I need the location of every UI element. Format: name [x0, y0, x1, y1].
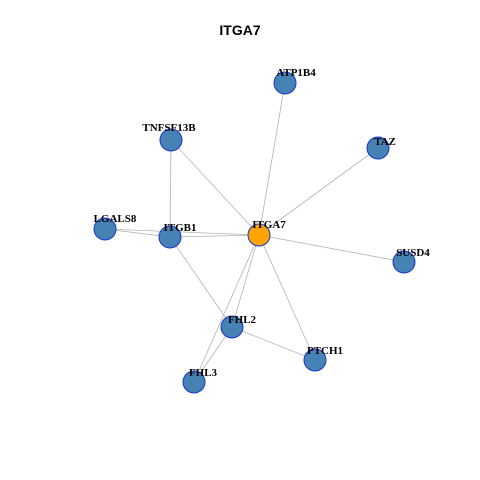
node-fhl2[interactable]: [220, 315, 244, 339]
node-label-susd4: SUSD4: [396, 247, 430, 259]
node-atp1b4[interactable]: [273, 71, 297, 95]
edge-itga7-ptch1: [258, 234, 316, 361]
node-itgb1[interactable]: [158, 225, 182, 249]
edge-itga7-lgals8: [104, 228, 260, 236]
node-label-fhl2: FHL2: [228, 314, 257, 326]
node-label-atp1b4: ATP1B4: [276, 67, 316, 79]
node-label-taz: TAZ: [374, 136, 396, 148]
node-ptch1[interactable]: [303, 348, 327, 372]
edge-itga7-taz: [258, 147, 379, 236]
node-taz[interactable]: [366, 136, 390, 160]
edge-itga7-fhl2: [231, 234, 260, 328]
edge-fhl2-ptch1: [231, 326, 316, 361]
edge-tnfsf13b-itgb1: [169, 139, 172, 238]
nodes-layer: [93, 71, 416, 394]
edge-itgb1-fhl2: [169, 236, 233, 328]
node-label-lgals8: LGALS8: [94, 213, 137, 225]
node-lgals8[interactable]: [93, 217, 117, 241]
node-label-ptch1: PTCH1: [307, 345, 343, 357]
node-label-itgb1: ITGB1: [163, 222, 196, 234]
node-label-itga7: ITGA7: [252, 219, 286, 231]
edge-itga7-susd4: [258, 234, 405, 263]
node-fhl3[interactable]: [182, 370, 206, 394]
edge-itga7-fhl3: [193, 234, 260, 383]
graph-title: ITGA7: [219, 22, 261, 38]
node-label-fhl3: FHL3: [189, 367, 218, 379]
node-tnfsf13b[interactable]: [159, 128, 183, 152]
node-itga7[interactable]: [247, 223, 271, 247]
node-susd4[interactable]: [392, 250, 416, 274]
node-label-tnfsf13b: TNFSF13B: [142, 122, 196, 134]
edge-itga7-itgb1: [169, 234, 260, 238]
edge-itga7-atp1b4: [258, 82, 286, 236]
edge-itga7-tnfsf13b: [170, 139, 260, 236]
